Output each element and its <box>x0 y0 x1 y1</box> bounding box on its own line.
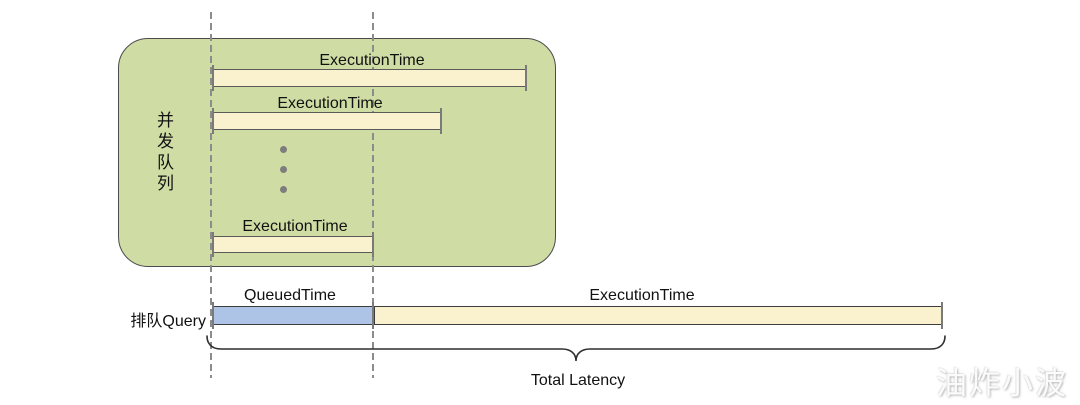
concurrent-queue-label: 并发队列 <box>154 111 173 195</box>
execution-time-label-bottom: ExecutionTime <box>589 287 695 304</box>
bar-end-tick <box>372 302 374 329</box>
execution-time-bar-bottom <box>374 302 943 329</box>
ellipsis-dot <box>280 166 287 173</box>
total-latency-brace <box>206 335 946 362</box>
watermark-text: 油炸小波 <box>936 366 1068 401</box>
bar-end-tick <box>372 232 374 257</box>
bar-end-tick <box>212 302 214 329</box>
bar-end-tick <box>525 65 527 91</box>
execution-time-label-2: ExecutionTime <box>277 95 383 112</box>
dashed-guideline-queue-start <box>210 12 212 378</box>
ellipsis-dot <box>280 186 287 193</box>
total-latency-label: Total Latency <box>530 372 626 389</box>
execution-time-bar-3 <box>212 232 374 257</box>
bar-end-tick <box>212 108 214 134</box>
bar-end-tick <box>440 108 442 134</box>
execution-time-bar-1 <box>212 65 527 91</box>
execution-time-bar-2 <box>212 108 442 134</box>
execution-time-label-1: ExecutionTime <box>319 52 425 69</box>
dashed-guideline-queue-end <box>372 12 374 378</box>
queued-time-label: QueuedTime <box>244 287 336 304</box>
execution-time-label-3: ExecutionTime <box>242 218 348 235</box>
queued-query-row-label: 排队Query <box>130 313 206 330</box>
ellipsis-dot <box>280 146 287 153</box>
bar-end-tick <box>212 65 214 91</box>
bar-end-tick <box>212 232 214 257</box>
bar-end-tick <box>941 302 943 329</box>
queued-time-bar <box>212 302 374 329</box>
